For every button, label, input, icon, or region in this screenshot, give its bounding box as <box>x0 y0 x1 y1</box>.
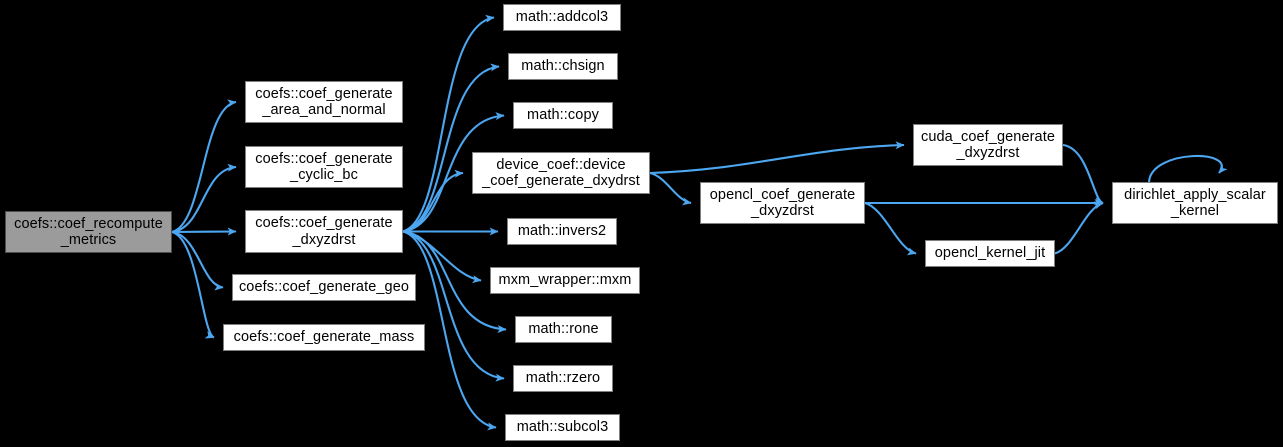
graph-node-device[interactable]: device_coef::device _coef_generate_dxydr… <box>472 152 650 194</box>
graph-edge-root-to-cyclic <box>171 163 237 234</box>
graph-node-root[interactable]: coefs::coef_recompute _metrics <box>5 211 172 253</box>
graph-edge-dxyzdrst-to-subcol3 <box>402 230 497 431</box>
graph-node-rone[interactable]: math::rone <box>515 316 612 343</box>
graph-edge-dirichlet-to-dirichlet <box>1147 154 1228 183</box>
graph-edge-cuda_gen-to-dirichlet <box>1062 143 1104 205</box>
graph-edge-device-to-opencl_gen <box>649 171 692 206</box>
graph-node-cuda_gen[interactable]: cuda_coef_generate _dxyzdrst <box>913 124 1063 166</box>
graph-edge-kernel_jit-to-dirichlet <box>1054 201 1104 255</box>
graph-node-geo[interactable]: coefs::coef_generate_geo <box>232 274 416 301</box>
graph-edge-dxyzdrst-to-addcol3 <box>402 14 495 233</box>
graph-edge-root-to-geo <box>171 230 224 291</box>
graph-node-dirichlet[interactable]: dirichlet_apply_scalar _kernel <box>1112 182 1278 224</box>
graph-edge-opencl_gen-to-kernel_jit <box>864 201 917 256</box>
graph-node-addcol3[interactable]: math::addcol3 <box>503 4 621 31</box>
graph-node-chsign[interactable]: math::chsign <box>508 53 618 80</box>
graph-edge-dxyzdrst-to-device <box>402 169 464 233</box>
graph-node-mxm[interactable]: mxm_wrapper::mxm <box>490 267 640 294</box>
graph-edge-dxyzdrst-to-chsign <box>402 63 500 233</box>
graph-edge-root-to-area <box>171 99 237 234</box>
graph-node-area[interactable]: coefs::coef_generate _area_and_normal <box>245 81 403 123</box>
graph-node-copy[interactable]: math::copy <box>513 102 613 129</box>
graph-node-subcol3[interactable]: math::subcol3 <box>505 414 620 441</box>
graph-node-invers2[interactable]: math::invers2 <box>507 218 617 245</box>
graph-edge-device-to-cuda_gen <box>649 141 905 175</box>
graph-node-kernel_jit[interactable]: opencl_kernel_jit <box>925 240 1055 267</box>
graph-node-cyclic[interactable]: coefs::coef_generate _cyclic_bc <box>245 146 403 188</box>
graph-edge-root-to-mass <box>171 230 215 339</box>
graph-node-rzero[interactable]: math::rzero <box>513 365 613 392</box>
graph-node-mass[interactable]: coefs::coef_generate_mass <box>223 324 425 351</box>
graph-node-dxyzdrst[interactable]: coefs::coef_generate _dxyzdrst <box>245 210 403 253</box>
graph-edge-dxyzdrst-to-rone <box>402 230 507 333</box>
graph-edge-root-to-dxyzdrst <box>171 227 237 236</box>
graph-edge-dxyzdrst-to-rzero <box>402 230 505 382</box>
graph-node-opencl_gen[interactable]: opencl_coef_generate _dxyzdrst <box>700 182 865 224</box>
